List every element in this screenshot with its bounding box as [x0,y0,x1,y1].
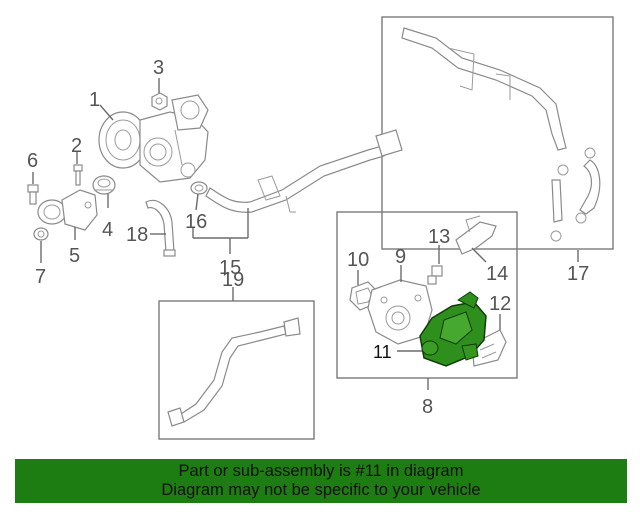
callout-10: 10 [347,249,369,271]
parts-diagram: 1 2 3 4 5 6 7 8 9 10 11 12 13 14 15 16 1… [27,16,614,440]
callout-2: 2 [71,135,82,157]
box-17 [381,16,614,250]
plug-7 [33,227,49,241]
box-19 [158,300,315,440]
callout-8: 8 [422,396,433,418]
bolt-2 [73,164,83,186]
banner-line-1: Part or sub-assembly is #11 in diagram [178,462,464,480]
thermostat-4 [92,175,116,195]
callout-12: 12 [489,293,511,315]
callout-6: 6 [27,150,38,172]
connector-14 [455,215,497,255]
callout-14: 14 [486,263,508,285]
callout-1: 1 [89,89,100,111]
callout-19: 19 [222,269,244,291]
callout-11: 11 [373,342,392,362]
bracket-12 [471,329,507,367]
callout-15: 15 [219,257,241,279]
callout-4: 4 [102,219,113,241]
banner-line-2: Diagram may not be specific to your vehi… [161,481,481,499]
water-pump-assembly [98,94,209,183]
box-8 [336,211,518,379]
callout-17: 17 [567,263,589,285]
leader-lines [32,78,579,390]
callout-9: 9 [395,246,406,268]
part-info-banner: Part or sub-assembly is #11 in diagram D… [15,459,627,503]
hose-18 [145,199,176,257]
callout-3: 3 [153,57,164,79]
nut-3 [151,92,168,111]
callout-5: 5 [69,245,80,267]
callout-18: 18 [126,224,148,246]
pipe-assembly-17 [401,27,601,242]
housing-9 [367,279,433,345]
oring-16 [190,181,208,195]
bolt-6 [27,184,39,205]
thermostat-housing-5 [37,189,98,231]
sensor-13 [427,265,443,285]
callout-7: 7 [35,266,46,288]
coolant-pipe-15 [205,129,403,213]
hose-19 [167,317,301,427]
callout-13: 13 [428,226,450,248]
callout-16: 16 [185,211,207,233]
highlighted-part-11 [419,291,487,367]
